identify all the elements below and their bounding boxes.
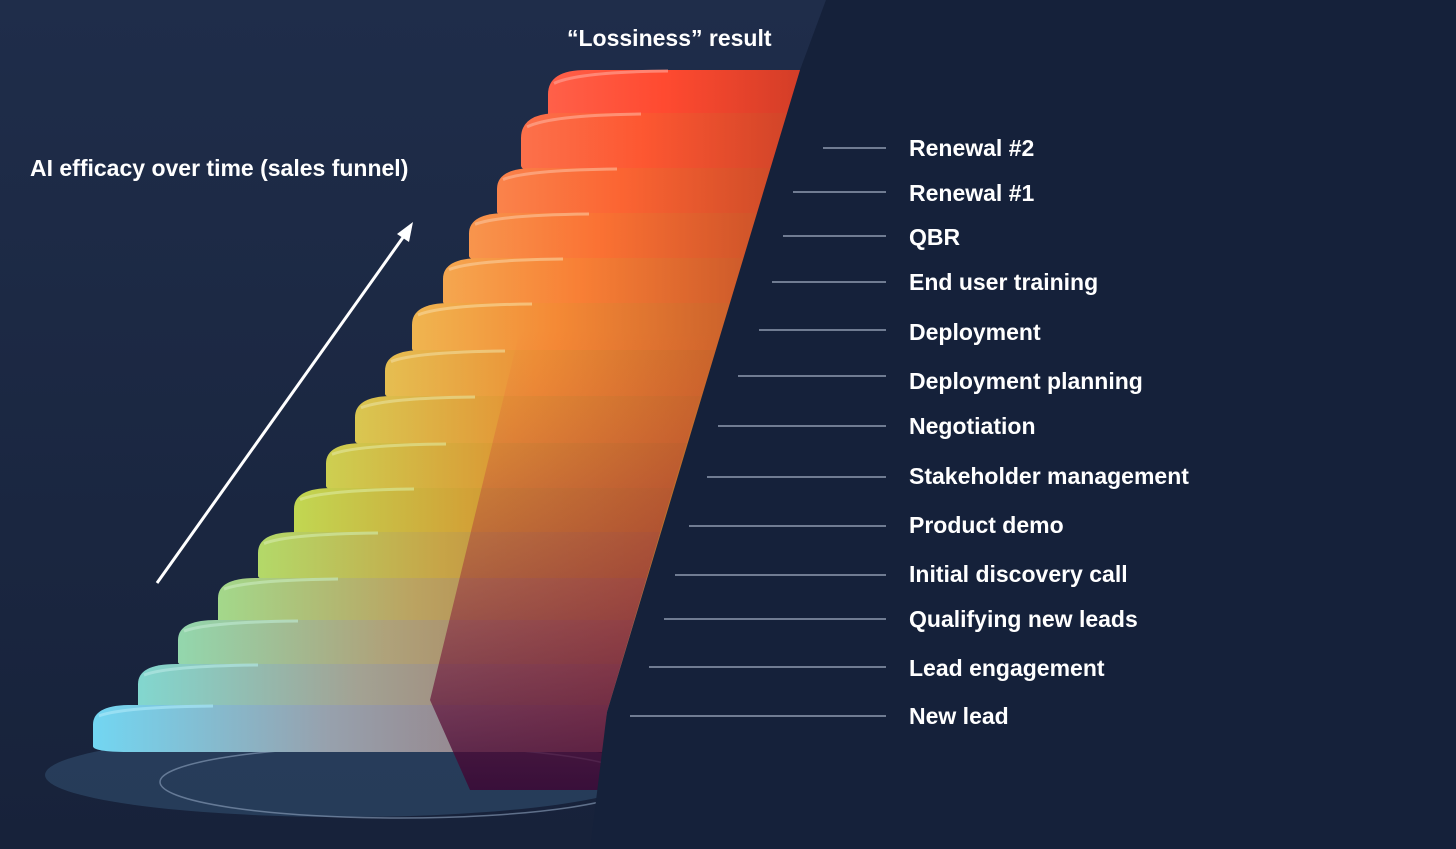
funnel-tiers — [93, 0, 1456, 849]
stage-label-deployment: Deployment — [909, 319, 1041, 345]
funnel-tier-highlight — [448, 257, 564, 271]
lossiness-shadow-wedge — [430, 330, 720, 790]
stage-label-end-user-training: End user training — [909, 269, 1099, 295]
stage-label-deployment-planning: Deployment planning — [909, 368, 1143, 394]
funnel-tier-highlight — [263, 531, 379, 545]
background-right-panel — [590, 0, 1456, 849]
stage-label-qualifying-new-leads: Qualifying new leads — [909, 606, 1138, 632]
stage-label-renewal-2: Renewal #2 — [909, 135, 1035, 161]
funnel-tier-highlight — [183, 619, 299, 633]
stage-label-renewal-1: Renewal #1 — [909, 180, 1035, 206]
funnel-tier-highlight — [474, 212, 590, 226]
stage-label-new-lead: New lead — [909, 703, 1009, 729]
stage-label-lead-engagement: Lead engagement — [909, 655, 1105, 681]
stage-label-initial-discovery-call: Initial discovery call — [909, 561, 1128, 587]
funnel-tier-highlight — [390, 349, 506, 363]
funnel-tier-highlight — [143, 663, 259, 677]
funnel-tier-highlight — [553, 69, 669, 85]
funnel-tier-highlight — [526, 112, 642, 129]
funnel-tier-highlight — [360, 395, 476, 410]
arrowhead-icon — [397, 222, 413, 242]
funnel-tier-highlight — [223, 577, 339, 591]
funnel-tier-highlight — [331, 442, 447, 456]
funnel-tier-highlight — [299, 487, 415, 501]
funnel-tier — [443, 258, 750, 308]
stage-leader-lines — [630, 147, 886, 717]
funnel-tier — [469, 213, 764, 262]
funnel-tier-highlight — [417, 302, 533, 317]
lossiness-result-title: “Lossiness” result — [567, 25, 772, 51]
efficacy-arrow — [155, 222, 413, 584]
ai-efficacy-title: AI efficacy over time (sales funnel) — [30, 155, 409, 181]
funnel-tier — [521, 113, 794, 173]
stage-label-qbr: QBR — [909, 224, 961, 250]
funnel-tier-highlight — [98, 704, 214, 718]
stage-label-stakeholder-management: Stakeholder management — [909, 463, 1189, 489]
funnel-tier-highlight — [502, 167, 618, 181]
funnel-tier — [497, 168, 777, 218]
stage-label-negotiation: Negotiation — [909, 413, 1036, 439]
stage-label-product-demo: Product demo — [909, 512, 1064, 538]
